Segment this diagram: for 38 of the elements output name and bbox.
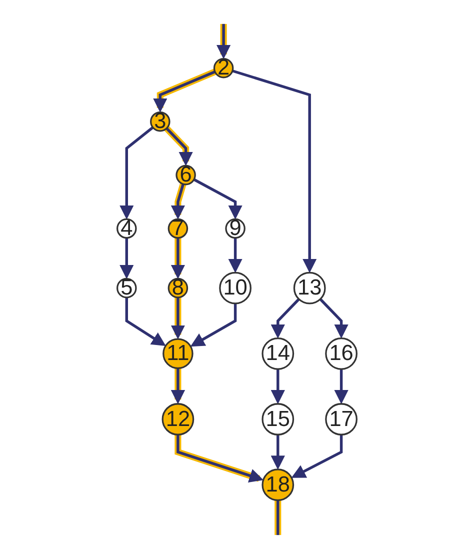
- highlighted-arrow: [170, 297, 186, 340]
- highlighted-arrow: [164, 126, 193, 166]
- node-circle: 2: [213, 56, 234, 80]
- node-circle: 16: [325, 337, 358, 370]
- node-circle: 6: [176, 163, 196, 188]
- highlighted-arrow: [153, 68, 216, 113]
- arrow: [232, 70, 317, 273]
- node-circle: 7: [168, 216, 188, 241]
- arrow: [334, 369, 348, 404]
- highlighted-arrow: [170, 238, 186, 280]
- arrow: [270, 369, 285, 404]
- arrow: [120, 126, 154, 220]
- node-circle: 11: [162, 338, 194, 370]
- arrow: [319, 298, 348, 339]
- node-circle: 3: [150, 110, 170, 134]
- highlighted-arrow: [170, 183, 186, 220]
- node-circle: 14: [262, 337, 294, 370]
- arrow: [228, 238, 242, 273]
- node-circle: 13: [293, 272, 326, 304]
- node-circle: 5: [116, 276, 137, 300]
- node-circle: 8: [168, 276, 188, 300]
- highlighted-arrow: [174, 434, 264, 482]
- node-circle: 4: [116, 216, 137, 241]
- node-circle: 15: [262, 403, 294, 436]
- arrow: [125, 297, 166, 346]
- highlighted-arrow: [170, 368, 186, 404]
- arrow: [193, 178, 242, 220]
- arrow: [270, 434, 285, 470]
- arrow: [291, 434, 343, 478]
- arrow: [190, 303, 237, 347]
- arrow: [120, 238, 134, 280]
- arrow: [270, 298, 300, 339]
- node-circle: 12: [162, 403, 194, 436]
- node-circle: 9: [225, 216, 246, 241]
- node-circle: 18: [262, 468, 294, 502]
- node-circle: 10: [219, 272, 252, 304]
- highlighted-arrow: [216, 24, 231, 60]
- node-circle: 17: [325, 403, 358, 436]
